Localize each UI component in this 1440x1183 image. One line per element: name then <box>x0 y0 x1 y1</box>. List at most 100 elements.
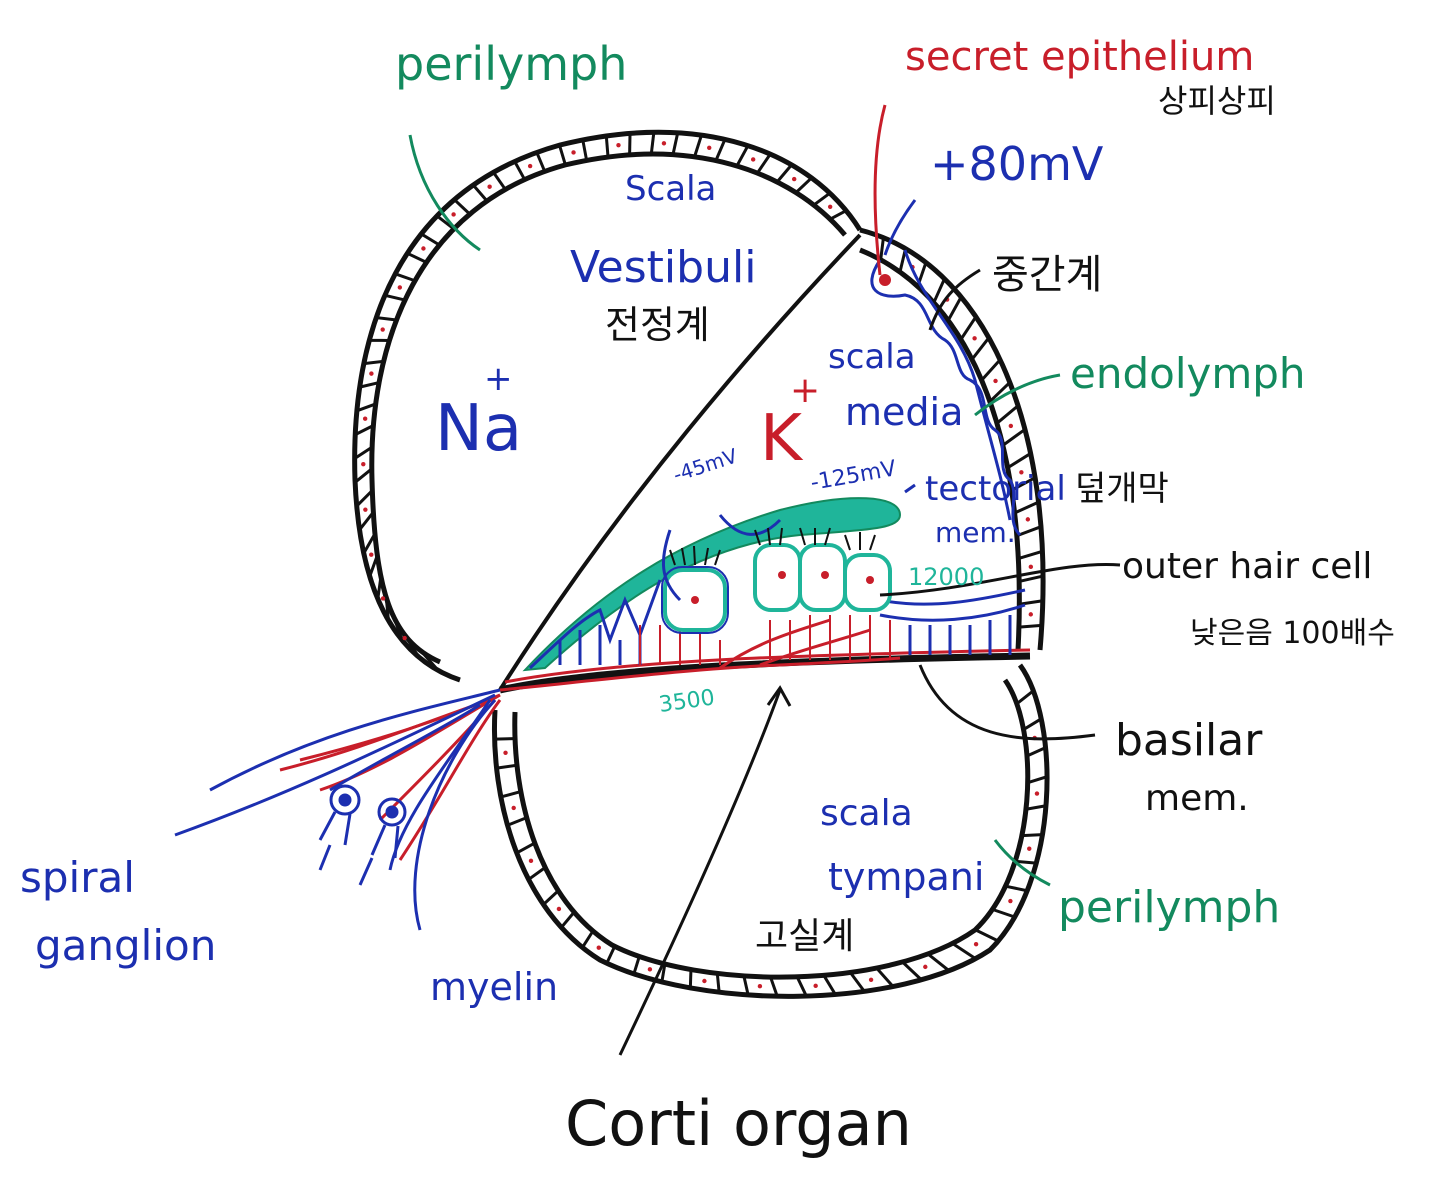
label-tectorial-2: mem. <box>935 516 1016 549</box>
wall-hatch-mark <box>1018 623 1042 629</box>
wall-hatch-mark <box>849 971 866 993</box>
wall-hatch-mark <box>1016 525 1042 538</box>
wall-hatch-mark <box>932 278 946 304</box>
wall-red-dot <box>1028 612 1033 617</box>
label-outer-hair-cell-note: 낮은음 100배수 <box>1190 616 1395 651</box>
wall-hatch-mark <box>527 866 547 881</box>
inner-hair-cell <box>661 545 729 634</box>
wall-red-dot <box>993 378 998 384</box>
wall-hatch-mark <box>542 889 560 906</box>
wall-hatch-mark <box>500 790 522 799</box>
wall-hatch-mark <box>604 135 610 158</box>
wall-hatch-mark <box>1017 549 1043 560</box>
label-minus-45mv: -45mV <box>670 443 740 486</box>
wall-red-dot <box>923 964 928 970</box>
spiral-ganglion-cells <box>318 784 407 886</box>
wall-red-dot <box>647 967 653 972</box>
wall-hatch-mark <box>995 404 1020 425</box>
wall-red-dot <box>362 416 368 421</box>
wall-red-dot <box>616 142 621 148</box>
wall-hatch-mark <box>812 191 831 207</box>
wall-red-dot <box>750 157 756 162</box>
wall-hatch-mark <box>980 358 1002 382</box>
wall-red-dot <box>363 507 368 512</box>
label-na: Na <box>435 392 522 466</box>
wall-red-dot <box>596 945 601 950</box>
label-basilar-1: basilar <box>1115 715 1263 766</box>
wall-hatch-mark <box>516 841 536 855</box>
label-spiral-1: spiral <box>20 853 135 902</box>
wall-hatch-mark <box>453 198 471 216</box>
wall-hatch-mark <box>671 132 680 156</box>
wall-red-dot <box>511 805 516 811</box>
wall-hatch-mark <box>368 554 379 577</box>
wall-hatch-mark <box>356 402 377 413</box>
reissner-membrane <box>498 233 862 692</box>
wall-red-dot <box>757 983 763 989</box>
label-scala-vestibuli-ko: 전정계 <box>605 303 710 347</box>
wall-red-dot <box>661 141 667 146</box>
wall-red-dot <box>487 184 492 189</box>
label-tectorial-1: tectorial <box>925 469 1066 509</box>
wall-hatch-mark <box>1025 804 1047 811</box>
wall-red-dot <box>380 327 385 332</box>
outer-hair-cell-pointer <box>879 562 1121 597</box>
label-endolymph: endolymph <box>1070 349 1306 398</box>
wall-hatch-mark <box>795 976 808 997</box>
wall-hatch-mark <box>420 650 440 672</box>
wall-hatch-mark <box>1013 500 1040 515</box>
wall-hatch-mark <box>492 171 507 191</box>
wall-hatch-mark <box>404 635 420 658</box>
label-scala-media-1: scala <box>828 337 916 377</box>
wall-hatch-mark <box>875 967 895 988</box>
label-scala-media-2: media <box>845 390 963 434</box>
wall-hatch-mark <box>822 974 837 996</box>
wall-red-dot <box>1019 470 1024 475</box>
wall-red-dots <box>361 141 1040 989</box>
wall-red-dot <box>361 461 366 467</box>
plus-80mv-pointer <box>883 199 917 256</box>
nerve-fibers-blue <box>174 529 682 931</box>
stria-cell <box>879 274 891 286</box>
wall-red-dot <box>556 906 562 912</box>
wall-red-dot <box>791 176 797 182</box>
label-basilar-2: mem. <box>1145 778 1249 819</box>
wall-hatch-mark <box>1006 452 1032 470</box>
wall-hatch-mark <box>496 763 518 770</box>
wall-red-dot <box>503 750 508 756</box>
wall-hatch-mark <box>1022 717 1042 731</box>
wall-hatch-mark <box>775 163 793 183</box>
corti-arrowhead <box>766 685 792 707</box>
wall-red-dot <box>397 285 403 290</box>
wall-hatch-mark <box>794 176 813 194</box>
label-scala-vestibuli-1: Scala <box>625 169 716 209</box>
wall-hatch-mark <box>506 816 528 827</box>
wall-hatch-mark <box>715 973 721 993</box>
supporting-cells <box>528 249 1026 670</box>
label-scala-vestibuli-2: Vestibuli <box>570 242 756 293</box>
wall-hatch-mark <box>376 316 397 322</box>
label-tectorial-ko: 덮개막 <box>1075 469 1169 509</box>
wall-hatch-mark <box>362 533 377 555</box>
wall-hatch-mark <box>358 511 375 531</box>
wall-red-dot <box>369 371 374 376</box>
label-myelin: myelin <box>430 965 558 1009</box>
wall-hatch-mark <box>901 960 923 981</box>
label-corti-organ: Corti organ <box>565 1087 912 1160</box>
wall-hatch-mark <box>756 153 772 174</box>
label-minus-125mv: -125mV <box>809 456 898 496</box>
label-scala-tympani-2: tympani <box>828 855 984 899</box>
wall-hatch-mark <box>472 184 489 202</box>
label-secret-epithelium: secret epithelium <box>905 34 1254 80</box>
wall-red-dot <box>1027 846 1032 851</box>
wall-hatch-mark <box>558 144 567 166</box>
wall-red-dot <box>973 941 979 947</box>
wall-hatch-mark <box>1015 859 1037 865</box>
wall-red-dot <box>1025 517 1031 522</box>
label-spiral-2: ganglion <box>35 921 216 970</box>
wall-hatch-mark <box>974 928 999 943</box>
label-scala-tympani-ko: 고실계 <box>755 916 854 957</box>
wall-hatch-mark <box>560 911 576 929</box>
wall-hatch-mark <box>353 445 373 460</box>
